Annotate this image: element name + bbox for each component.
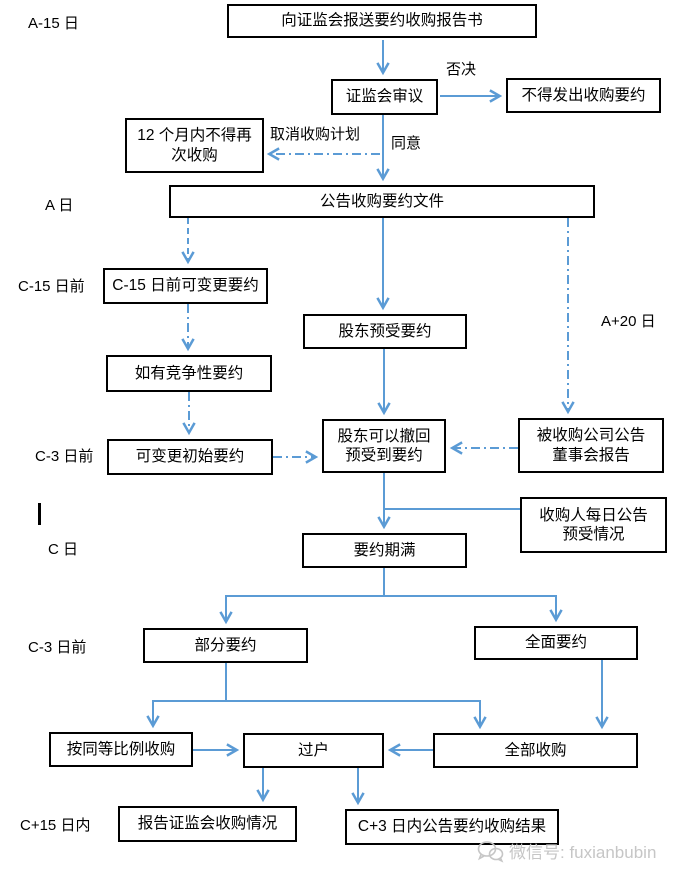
node-submit-report: 向证监会报送要约收购报告书 xyxy=(227,4,537,38)
node-general-offer: 全面要约 xyxy=(474,626,638,660)
node-partial-offer: 部分要约 xyxy=(143,628,308,663)
node-may-change-initial: 可变更初始要约 xyxy=(107,439,273,475)
node-withdraw-pre-accept: 股东可以撤回 预受到要约 xyxy=(322,419,446,473)
edge-label-cancel-plan: 取消收购计划 xyxy=(270,126,361,143)
node-shareholders-pre-accept: 股东预受要约 xyxy=(303,314,467,349)
timeline-label-c-plus-15: C+15 日内 xyxy=(20,817,91,834)
node-c3-announce-results: C+3 日内公告要约收购结果 xyxy=(345,809,559,845)
node-no-reacquire-12m: 12 个月内不得再 次收购 xyxy=(125,118,264,173)
timeline-label-c-minus-3-upper: C-3 日前 xyxy=(35,448,94,465)
timeline-label-c-minus-3-lower: C-3 日前 xyxy=(28,639,87,656)
node-csrc-review: 证监会审议 xyxy=(331,79,438,115)
node-no-offer: 不得发出收购要约 xyxy=(506,78,661,113)
node-report-csrc-results: 报告证监会收购情况 xyxy=(118,806,297,842)
watermark-text: 微信号: fuxianbubin xyxy=(509,843,657,862)
watermark: 微信号: fuxianbubin xyxy=(476,838,656,863)
edge-label-approve: 同意 xyxy=(391,135,422,152)
node-target-board-report: 被收购公司公告 董事会报告 xyxy=(518,418,664,473)
node-competing-offer: 如有竞争性要约 xyxy=(106,355,272,392)
node-pro-rata-acquire: 按同等比例收购 xyxy=(49,732,193,767)
node-announce-offer-doc: 公告收购要约文件 xyxy=(169,185,595,218)
node-transfer: 过户 xyxy=(243,733,384,768)
node-daily-announce: 收购人每日公告 预受情况 xyxy=(520,497,667,553)
timeline-label-c-minus-15: C-15 日前 xyxy=(18,278,85,295)
node-acquire-all: 全部收购 xyxy=(433,733,638,768)
node-offer-expiry: 要约期满 xyxy=(302,533,467,568)
timeline-label-a-minus-15: A-15 日 xyxy=(28,15,79,32)
timeline-label-c-day: C 日 xyxy=(48,541,79,558)
wechat-icon xyxy=(477,840,504,863)
timeline-label-a-day: A 日 xyxy=(45,197,74,214)
edge-label-reject: 否决 xyxy=(446,61,477,78)
node-c15-may-change: C-15 日前可变更要约 xyxy=(103,268,268,304)
edge-label-a-plus-20: A+20 日 xyxy=(601,313,656,330)
tick-mark xyxy=(38,503,41,525)
